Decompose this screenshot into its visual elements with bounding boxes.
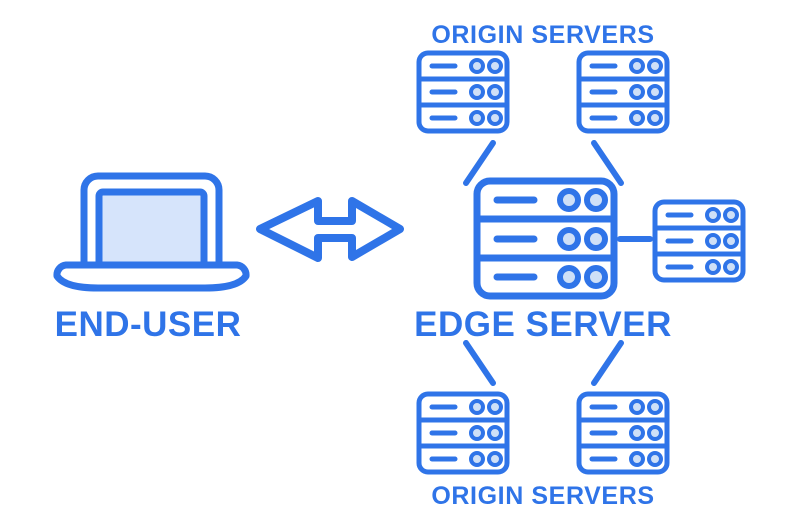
bidirectional-arrow-shape — [256, 197, 404, 262]
server-indicator-dot — [557, 188, 581, 212]
server-indicator-dot — [629, 399, 645, 415]
server-rack-icon — [416, 391, 510, 475]
end-user-label: END-USER — [55, 305, 242, 344]
server-indicator-dot — [647, 451, 663, 467]
origin-server-top-right[interactable] — [576, 50, 670, 134]
origin-servers-bottom-label: ORIGIN SERVERS — [431, 482, 654, 510]
server-indicator-dot — [723, 207, 739, 223]
server-indicator-dot — [723, 259, 739, 275]
server-rack-icon — [652, 199, 746, 283]
server-indicator-dot — [487, 110, 503, 126]
connector-edge-to-bottom-left — [463, 340, 496, 386]
origin-server-bottom-right[interactable] — [576, 391, 670, 475]
server-indicator-dot — [584, 188, 608, 212]
server-indicator-dot — [647, 84, 663, 100]
server-indicator-dot — [629, 84, 645, 100]
laptop-screen — [95, 188, 208, 270]
end-user-node[interactable] — [53, 172, 250, 292]
server-indicator-dot — [705, 207, 721, 223]
edge-server-label: EDGE SERVER — [414, 305, 672, 344]
server-indicator-dot — [487, 58, 503, 74]
server-indicator-dot — [723, 233, 739, 249]
server-indicator-dot — [487, 84, 503, 100]
server-rack-icon — [576, 391, 670, 475]
server-rack-icon — [416, 50, 510, 134]
server-indicator-dot — [629, 110, 645, 126]
connector-lines — [463, 140, 653, 386]
server-indicator-dot — [647, 425, 663, 441]
origin-server-top-left[interactable] — [416, 50, 510, 134]
server-indicator-dot — [487, 399, 503, 415]
origin-server-right[interactable] — [652, 199, 746, 283]
server-indicator-dot — [469, 58, 485, 74]
server-indicator-dot — [469, 399, 485, 415]
server-indicator-dot — [469, 84, 485, 100]
server-indicator-dot — [647, 110, 663, 126]
server-indicator-dot — [469, 425, 485, 441]
connector-edge-to-top-right — [591, 140, 624, 186]
server-indicator-dot — [647, 58, 663, 74]
connector-edge-to-top-left — [463, 140, 496, 186]
server-indicator-dot — [487, 451, 503, 467]
laptop-base — [53, 261, 250, 292]
server-indicator-dot — [557, 265, 581, 289]
server-indicator-dot — [584, 227, 608, 251]
server-indicator-dot — [629, 58, 645, 74]
server-rack-icon — [576, 50, 670, 134]
origin-server-bottom-left[interactable] — [416, 391, 510, 475]
edge-server-node[interactable] — [473, 177, 618, 300]
server-indicator-dot — [629, 451, 645, 467]
server-indicator-dot — [487, 425, 503, 441]
server-indicator-dot — [629, 425, 645, 441]
origin-servers-top-label: ORIGIN SERVERS — [431, 21, 654, 49]
server-indicator-dot — [584, 265, 608, 289]
server-rack-icon — [473, 177, 618, 300]
server-indicator-dot — [705, 259, 721, 275]
server-indicator-dot — [647, 399, 663, 415]
server-indicator-dot — [557, 227, 581, 251]
server-indicator-dot — [469, 451, 485, 467]
double-arrow-icon — [256, 197, 404, 262]
connector-edge-to-bottom-right — [591, 340, 624, 386]
server-indicator-dot — [469, 110, 485, 126]
server-indicator-dot — [705, 233, 721, 249]
